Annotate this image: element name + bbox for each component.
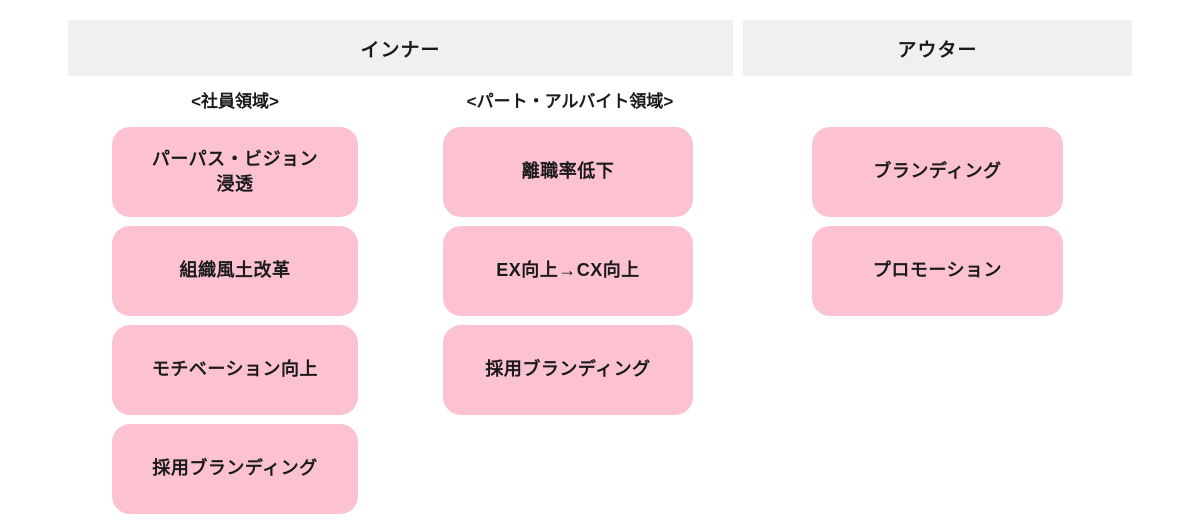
column-label-employee-area: <社員領域> (191, 91, 279, 111)
box-turnover-reduction: 離職率低下 (443, 127, 693, 217)
box-recruit-branding-parttime: 採用ブランディング (443, 325, 693, 415)
box-recruit-branding-employee: 採用ブランディング (112, 424, 358, 514)
box-culture-reform: 組織風土改革 (112, 226, 358, 316)
box-promotion: プロモーション (812, 226, 1063, 316)
box-ex-to-cx: EX向上→CX向上 (443, 226, 693, 316)
box-motivation-up: モチベーション向上 (112, 325, 358, 415)
box-purpose-vision: パーパス・ビジョン 浸透 (112, 127, 358, 217)
section-header-outer: アウター (743, 20, 1132, 76)
box-branding: ブランディング (812, 127, 1063, 217)
section-header-inner: インナー (68, 20, 733, 76)
column-label-parttime-area: <パート・アルバイト領域> (466, 91, 674, 111)
